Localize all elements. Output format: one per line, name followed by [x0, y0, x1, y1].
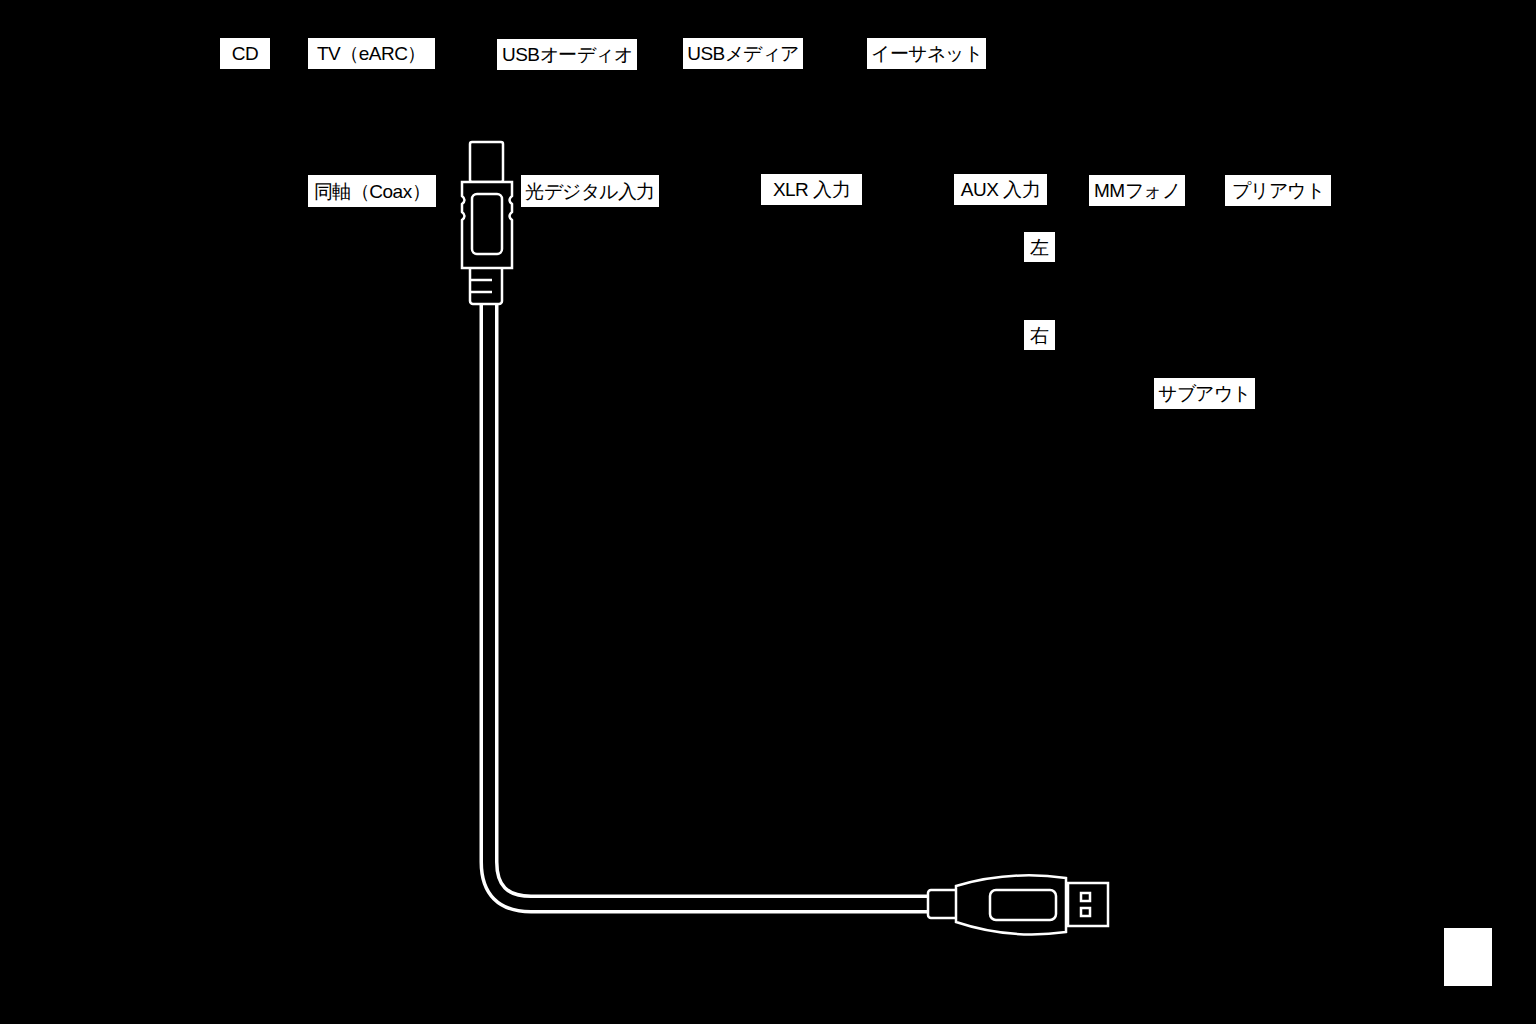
label-text: TV（eARC）	[317, 44, 426, 63]
label-text: CD	[232, 44, 258, 63]
rib	[470, 291, 492, 294]
label-text: USBオーディオ	[502, 45, 632, 64]
usb-a-plug	[928, 875, 1108, 934]
label-text: XLR 入力	[773, 180, 850, 199]
port-label: AUX 入力	[954, 174, 1047, 205]
label-text: 左	[1030, 238, 1049, 257]
cable-inner	[489, 300, 932, 904]
usb-b-body	[462, 182, 512, 268]
port-label: CD	[220, 38, 270, 69]
usb-a-metal	[1068, 883, 1108, 926]
port-label: TV（eARC）	[308, 38, 435, 69]
usb-a-strain-relief	[928, 890, 958, 918]
port-label: 右	[1024, 320, 1055, 350]
corner-mark	[1444, 928, 1492, 986]
label-text: MMフォノ	[1094, 181, 1180, 200]
usb-a-body	[956, 875, 1066, 934]
port-label: 光デジタル入力	[521, 175, 659, 207]
usb-a-hole	[1081, 893, 1090, 901]
usb-a-hole	[1081, 908, 1090, 916]
usb-a-grip	[990, 890, 1056, 920]
usb-b-grip	[472, 194, 502, 254]
port-label: 左	[1024, 232, 1055, 262]
label-text: 光デジタル入力	[525, 182, 655, 201]
port-label: USBオーディオ	[497, 39, 637, 70]
port-label: MMフォノ	[1089, 175, 1185, 206]
label-text: サブアウト	[1158, 384, 1251, 403]
cable-outer	[489, 300, 932, 904]
label-text: 右	[1030, 326, 1049, 345]
usb-b-plug	[462, 142, 512, 304]
label-text: USBメディア	[687, 44, 799, 63]
label-text: イーサネット	[871, 44, 982, 63]
port-label: イーサネット	[867, 38, 986, 69]
label-text: 同軸（Coax）	[314, 182, 430, 201]
port-label: サブアウト	[1154, 378, 1255, 409]
port-label: USBメディア	[683, 38, 803, 69]
rib	[470, 279, 492, 282]
label-text: プリアウト	[1232, 181, 1325, 200]
usb-b-strain-relief	[470, 266, 502, 304]
port-label: プリアウト	[1225, 175, 1331, 206]
usb-b-metal	[470, 142, 503, 182]
label-text: AUX 入力	[961, 180, 1040, 199]
port-label: XLR 入力	[761, 174, 862, 205]
port-label: 同軸（Coax）	[308, 175, 436, 207]
